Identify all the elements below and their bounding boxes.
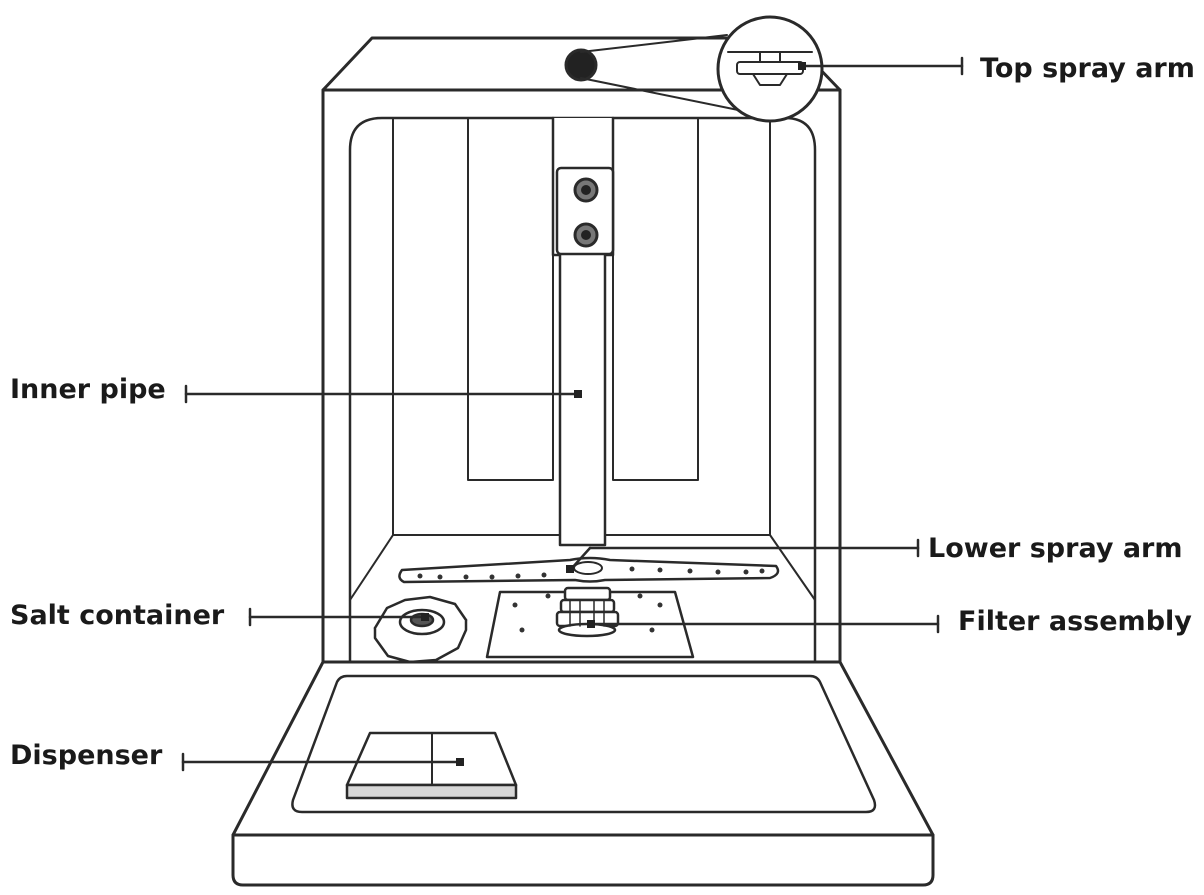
magnifier-ray-upper <box>580 34 728 53</box>
top-spray-arm-detail <box>727 51 813 86</box>
door-inner-panel <box>291 674 877 814</box>
dispenser <box>345 731 518 800</box>
door-outer <box>231 660 935 837</box>
back-panel-right <box>612 117 699 481</box>
leader-lower-spray-arm <box>570 546 592 570</box>
label-dispenser: Dispenser <box>10 740 163 771</box>
filter-assembly <box>555 586 620 638</box>
spray-arm-nozzles <box>417 566 765 580</box>
label-salt-container: Salt container <box>10 600 225 631</box>
pipe-port-upper-center <box>581 185 591 195</box>
label-lower-spray-arm: Lower spray arm <box>928 533 1183 564</box>
leader-lines <box>181 56 964 772</box>
back-panel-left <box>467 117 554 481</box>
label-filter-assembly: Filter assembly <box>958 606 1192 637</box>
magnifier-ray-lower <box>580 77 749 113</box>
tub-floor-right-edge <box>769 534 816 601</box>
label-inner-pipe: Inner pipe <box>10 374 166 405</box>
label-top-spray-arm: Top spray arm <box>980 53 1195 84</box>
tub-floor-left-edge <box>349 534 394 601</box>
door-front-edge <box>231 833 935 887</box>
pipe-port-lower-center <box>581 230 591 240</box>
top-spray-arm-marker <box>564 48 598 82</box>
salt-container <box>373 595 468 664</box>
pipe-connector-plate <box>555 166 615 256</box>
leader-endpoints <box>421 62 806 766</box>
filter-plate-holes <box>512 593 663 633</box>
